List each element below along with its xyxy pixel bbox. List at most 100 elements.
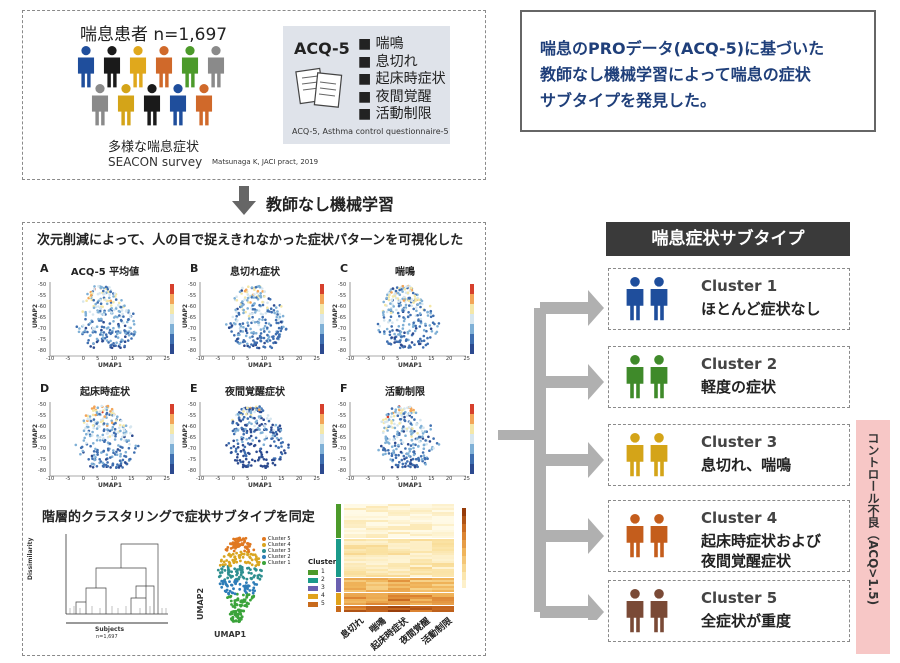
umap-x-label: UMAP1 [398,482,423,489]
tick-label: -50 [188,402,197,408]
person-icon [117,84,135,126]
tick-label: -55 [338,293,347,299]
acq5-title: ACQ-5 [294,39,350,58]
cluster-card: Cluster 2 軽度の症状 [608,346,850,408]
tick-label: 20 [445,356,453,362]
tick-label: 10 [410,356,417,362]
tick-label: 15 [428,356,435,362]
acq5-item: ■ 活動制限 [358,106,432,122]
conclusion-line: サブタイプを発見した。 [540,91,717,110]
tick-label: -75 [188,337,197,343]
tick-label: -5 [215,476,221,482]
people-pair-icon [626,433,668,477]
tick-label: -5 [365,356,371,362]
tick-label: 25 [313,476,320,482]
umap-x-label: UMAP1 [248,482,273,489]
cluster-legend-item: Cluster 1 [262,560,291,566]
umap-y-ticks: -50-55-60-65-70-75-80 [38,402,46,474]
cluster-name: Cluster 5 [701,589,778,607]
cluster-description: 夜間覚醒症状 [701,552,792,570]
tick-label: -60 [188,304,197,310]
tick-label: -65 [38,315,47,321]
cluster-umap-x-label: UMAP1 [214,630,247,639]
panel-letter: E [190,382,198,395]
tick-label: -65 [338,315,347,321]
tick-label: -65 [338,435,347,441]
cluster-section-title: 階層的クラスタリングで症状サブタイプを同定 [42,510,315,525]
tick-label: 0 [381,356,385,362]
patients-people-icons [77,46,225,126]
dendro-y-label: Dissimilarity [27,537,34,580]
tick-label: -70 [188,326,197,332]
tick-label: -10 [46,476,55,482]
tick-label: 15 [128,476,135,482]
tick-label: 0 [381,476,385,482]
people-pair-icon [626,514,668,558]
tick-label: 25 [313,356,320,362]
panel-letter: B [190,262,199,275]
uncontrolled-bar [856,420,890,654]
tick-label: 20 [145,476,153,482]
citation: Matsunaga K, JACI pract, 2019 [212,158,319,166]
panel-title: 息切れ症状 [230,267,280,278]
umap-y-ticks: -50-55-60-65-70-75-80 [338,282,346,354]
down-arrow-icon [232,186,256,215]
umap-x-label: UMAP1 [98,362,123,369]
tick-label: -75 [338,337,347,343]
tick-label: -10 [196,356,205,362]
tick-label: -60 [38,424,47,430]
person-icon [129,46,147,88]
tick-label: -80 [188,468,197,474]
tick-label: -60 [338,424,347,430]
tick-label: -65 [188,315,197,321]
dendro-x-label: Subjects [95,626,125,633]
symptom-heatmap [336,504,466,612]
tick-label: 15 [428,476,435,482]
tick-label: 5 [96,356,100,362]
unsupervised-ml-label: 教師なし機械学習 [266,195,395,214]
tick-label: -70 [338,326,347,332]
cluster-legend-item: Cluster 3 [262,548,291,554]
cluster-description: 軽度の症状 [701,378,777,396]
panel-letter: C [340,262,349,275]
umap-y-ticks: -50-55-60-65-70-75-80 [188,402,196,474]
heatmap-legend-item: 1 [308,568,325,576]
tick-label: 25 [163,476,170,482]
acq5-items: ■ 喘鳴 ■ 息切れ ■ 起床時症状 ■ 夜間覚醒 ■ 活動制限 [358,36,446,124]
subtypes-header: 喘息症状サブタイプ [606,222,850,256]
umap-y-ticks: -50-55-60-65-70-75-80 [338,402,346,474]
cluster-umap-y-label: UMAP2 [196,587,205,620]
umap-y-ticks: -50-55-60-65-70-75-80 [38,282,46,354]
tick-label: -50 [188,282,197,288]
tick-label: 5 [396,356,400,362]
cluster-umap-plot [216,536,263,624]
cluster-description: 息切れ、喘鳴 [701,456,792,474]
panel-title: ACQ-5 平均値 [70,267,140,278]
tick-label: -70 [338,446,347,452]
cluster-description: 起床時症状および [701,532,822,550]
tick-label: 20 [145,356,153,362]
tick-label: -70 [38,326,47,332]
cluster-name: Cluster 2 [701,355,778,373]
person-icon [155,46,173,88]
person-icon [181,46,199,88]
tick-label: -50 [38,402,47,408]
acq5-item: ■ 喘鳴 [358,36,404,52]
tick-label: 5 [246,476,250,482]
tick-label: -80 [188,348,197,354]
acq5-item: ■ 起床時症状 [358,71,446,87]
tick-label: -55 [38,413,47,419]
acq5-item: ■ 夜間覚醒 [358,88,432,105]
cluster-legend-item: Cluster 4 [262,542,291,548]
